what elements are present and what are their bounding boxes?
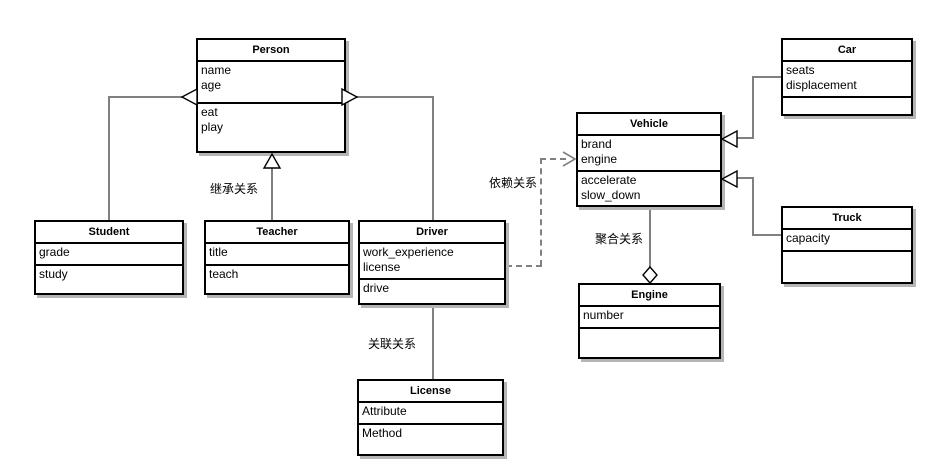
connector-car-vehicle-vertical bbox=[752, 76, 754, 139]
attribute-row: displacement bbox=[786, 78, 857, 92]
class-box-truck[interactable]: Truck capacity bbox=[781, 206, 913, 284]
class-name-license: License bbox=[359, 381, 502, 403]
connector-vehicle-engine bbox=[649, 207, 651, 267]
attribute-row: grade bbox=[39, 245, 70, 259]
connector-student-person-horizontal bbox=[108, 96, 188, 98]
class-attributes-license: Attribute bbox=[359, 403, 502, 425]
attribute-row: title bbox=[209, 245, 228, 259]
class-name-student: Student bbox=[36, 222, 182, 244]
attribute-row: age bbox=[201, 78, 222, 92]
connector-student-person-vertical bbox=[108, 96, 110, 220]
class-box-vehicle[interactable]: Vehicle brand engine accelerate slow_dow… bbox=[576, 112, 722, 207]
aggregation-diamond-engine bbox=[640, 265, 660, 285]
generalization-arrowhead-truck bbox=[720, 169, 738, 189]
generalization-arrowhead-driver bbox=[341, 87, 359, 107]
attribute-row: engine bbox=[581, 152, 618, 166]
class-box-person[interactable]: Person name age eat play bbox=[196, 38, 346, 153]
class-box-student[interactable]: Student grade study bbox=[34, 220, 184, 295]
class-methods-driver: drive bbox=[360, 280, 504, 298]
connector-car-vehicle-upper bbox=[752, 76, 783, 78]
connector-driver-vehicle-dashed-lower bbox=[506, 265, 542, 267]
class-box-driver[interactable]: Driver work_experience license drive bbox=[358, 220, 506, 305]
class-name-teacher: Teacher bbox=[206, 222, 348, 244]
class-box-teacher[interactable]: Teacher title teach bbox=[204, 220, 350, 295]
method-row: drive bbox=[363, 281, 390, 295]
method-row: accelerate bbox=[581, 173, 637, 187]
annotation-association: 关联关系 bbox=[366, 337, 419, 351]
annotation-aggregation: 聚合关系 bbox=[593, 232, 646, 246]
generalization-arrowhead-student bbox=[180, 87, 198, 107]
class-name-driver: Driver bbox=[360, 222, 504, 244]
class-attributes-truck: capacity bbox=[783, 230, 911, 252]
generalization-arrowhead-teacher bbox=[262, 152, 282, 170]
connector-truck-vehicle-vertical bbox=[752, 178, 754, 236]
connector-driver-person-vertical bbox=[432, 96, 434, 220]
class-methods-teacher: teach bbox=[206, 266, 348, 284]
method-row: study bbox=[39, 267, 68, 281]
class-attributes-person: name age bbox=[198, 62, 344, 104]
class-methods-engine bbox=[580, 329, 719, 332]
class-methods-vehicle: accelerate slow_down bbox=[578, 172, 720, 205]
class-methods-truck bbox=[783, 252, 911, 255]
class-name-truck: Truck bbox=[783, 208, 911, 230]
connector-truck-vehicle-lower bbox=[752, 234, 783, 236]
class-attributes-driver: work_experience license bbox=[360, 244, 504, 280]
class-attributes-vehicle: brand engine bbox=[578, 136, 720, 172]
class-methods-license: Method bbox=[359, 425, 502, 443]
connector-teacher-person-vertical bbox=[271, 168, 273, 220]
class-name-vehicle: Vehicle bbox=[578, 114, 720, 136]
class-methods-car bbox=[783, 98, 911, 101]
class-name-engine: Engine bbox=[580, 285, 719, 307]
generalization-arrowhead-car bbox=[720, 129, 738, 149]
method-row: teach bbox=[209, 267, 239, 281]
class-methods-person: eat play bbox=[198, 104, 344, 137]
class-attributes-teacher: title bbox=[206, 244, 348, 266]
connector-driver-vehicle-dashed-upper bbox=[540, 158, 566, 160]
class-attributes-student: grade bbox=[36, 244, 182, 266]
connector-car-vehicle-lower bbox=[736, 137, 754, 139]
method-row: eat bbox=[201, 105, 218, 119]
class-name-person: Person bbox=[198, 40, 344, 62]
annotation-dependency: 依赖关系 bbox=[487, 176, 540, 190]
method-row: Method bbox=[362, 426, 403, 440]
class-methods-student: study bbox=[36, 266, 182, 284]
attribute-row: number bbox=[583, 308, 624, 322]
attribute-row: seats bbox=[786, 63, 815, 77]
attribute-row: license bbox=[363, 260, 401, 274]
method-row: slow_down bbox=[581, 188, 641, 202]
attribute-row: work_experience bbox=[363, 245, 454, 259]
attribute-row: Attribute bbox=[362, 404, 407, 418]
connector-truck-vehicle-upper bbox=[736, 177, 754, 179]
class-attributes-engine: number bbox=[580, 307, 719, 329]
attribute-row: name bbox=[201, 63, 232, 77]
connector-driver-vehicle-dashed-vertical bbox=[540, 158, 542, 266]
class-attributes-car: seats displacement bbox=[783, 62, 911, 98]
class-box-license[interactable]: License Attribute Method bbox=[357, 379, 504, 456]
connector-driver-person-horizontal bbox=[356, 96, 434, 98]
class-box-car[interactable]: Car seats displacement bbox=[781, 38, 913, 116]
dependency-arrowhead-vehicle bbox=[560, 150, 578, 168]
attribute-row: brand bbox=[581, 137, 612, 151]
class-name-car: Car bbox=[783, 40, 911, 62]
attribute-row: capacity bbox=[786, 231, 831, 245]
connector-driver-license bbox=[432, 305, 434, 381]
class-box-engine[interactable]: Engine number bbox=[578, 283, 721, 359]
method-row: play bbox=[201, 120, 224, 134]
annotation-inheritance: 继承关系 bbox=[208, 182, 261, 196]
